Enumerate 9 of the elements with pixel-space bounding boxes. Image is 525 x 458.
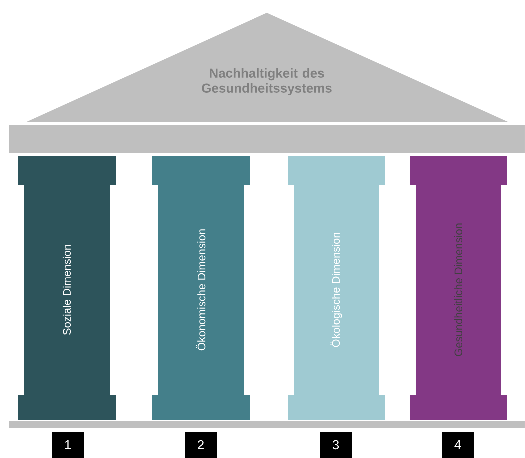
number-badge: 3 [320,432,352,458]
pillar: Ökonomische Dimension [152,156,250,420]
roof-triangle: Nachhaltigkeit des Gesundheitssystems [27,13,508,122]
number-badge: 1 [52,432,84,458]
pillar: Ökologische Dimension [288,156,385,420]
pillar: Soziale Dimension [18,156,116,420]
pillar: Gesundheitliche Dimension [410,156,507,420]
number-badge: 4 [442,432,474,458]
number-badge: 2 [185,432,217,458]
